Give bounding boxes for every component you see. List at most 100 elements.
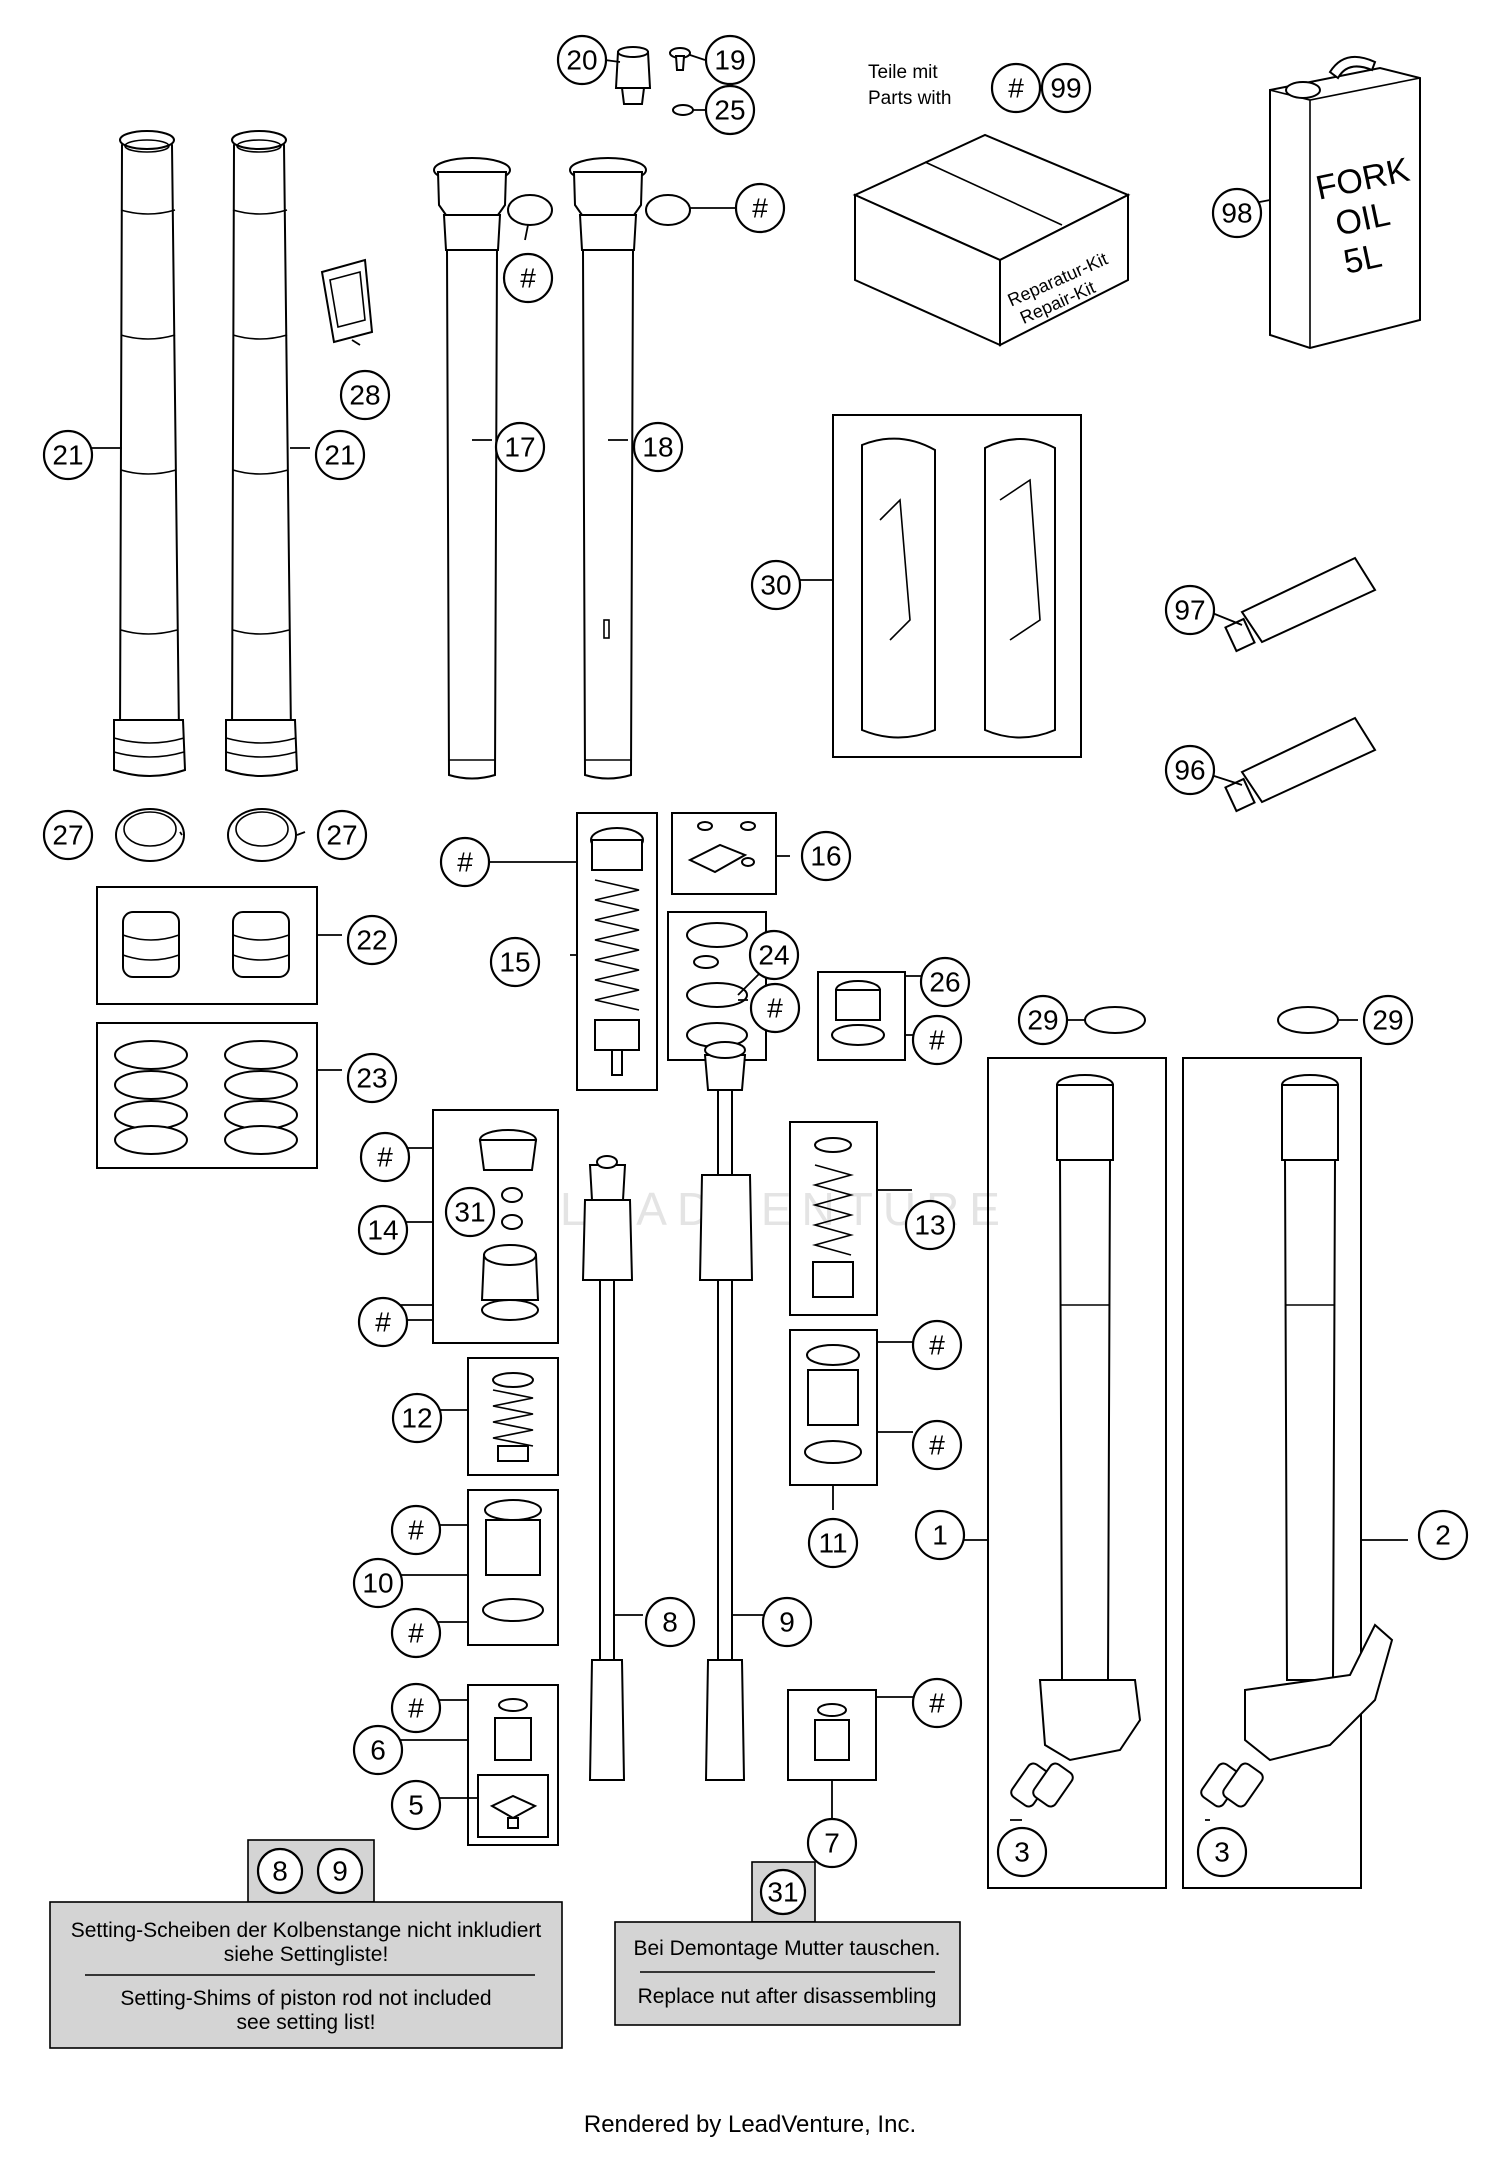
- svg-text:10: 10: [362, 1568, 393, 1599]
- svg-text:16: 16: [810, 841, 841, 872]
- note-nut-de: Bei Demontage Mutter tauschen.: [633, 1937, 940, 1960]
- callout-5: 5: [390, 1779, 442, 1831]
- svg-text:25: 25: [714, 95, 745, 126]
- callout-hash-11-bottom: #: [911, 1419, 963, 1471]
- part-15-cartridge-top: [590, 827, 644, 1076]
- parts-with-label-en: Parts with: [868, 88, 951, 109]
- part-6-valve: [494, 1698, 532, 1761]
- callout-hash-24: #: [749, 982, 801, 1034]
- fork-oil-label-3: 5L: [1340, 237, 1385, 282]
- part-oring-18: [645, 194, 691, 226]
- box-30: [832, 414, 1082, 758]
- svg-text:99: 99: [1050, 73, 1081, 104]
- svg-text:27: 27: [326, 820, 357, 851]
- svg-text:24: 24: [758, 940, 789, 971]
- svg-text:28: 28: [349, 380, 380, 411]
- part-28-decal: [320, 258, 374, 344]
- svg-text:31: 31: [767, 1877, 798, 1908]
- callout-hash-26: #: [911, 1014, 963, 1066]
- part-22-bushings: [122, 911, 290, 978]
- svg-text:7: 7: [824, 1828, 840, 1859]
- callout-26: 26: [919, 956, 971, 1008]
- callout-97: 97: [1164, 584, 1216, 636]
- box-23: [96, 1022, 318, 1169]
- callout-19: 19: [704, 34, 756, 86]
- svg-text:30: 30: [760, 570, 791, 601]
- callout-9: 9: [761, 1596, 813, 1648]
- box-13: [789, 1121, 878, 1316]
- repair-kit-box: [852, 133, 1131, 347]
- box-6: [467, 1684, 559, 1846]
- svg-text:1: 1: [932, 1520, 948, 1551]
- callout-12: 12: [391, 1392, 443, 1444]
- part-23-seals: [114, 1040, 298, 1155]
- part-12-spring: [492, 1372, 534, 1462]
- svg-text:#: #: [929, 1430, 945, 1461]
- svg-text:15: 15: [499, 947, 530, 978]
- part-14-base-valve: [478, 1129, 540, 1321]
- svg-text:8: 8: [272, 1856, 288, 1887]
- svg-text:29: 29: [1372, 1005, 1403, 1036]
- note-shims-ref-8: 8: [256, 1847, 304, 1895]
- svg-text:#: #: [408, 1515, 424, 1546]
- svg-text:23: 23: [356, 1063, 387, 1094]
- part-96-grease-tube: [1224, 716, 1377, 813]
- box-2: [1182, 1057, 1362, 1889]
- part-19-screw: [669, 47, 691, 71]
- callout-22: 22: [346, 914, 398, 966]
- note-nut-en: Replace nut after disassembling: [638, 1985, 937, 2008]
- svg-text:11: 11: [818, 1528, 847, 1559]
- callout-hash-oring-18: #: [734, 182, 786, 234]
- svg-text:3: 3: [1214, 1837, 1230, 1868]
- callout-3-left: 3: [996, 1826, 1048, 1878]
- svg-text:96: 96: [1174, 755, 1205, 786]
- callout-29-left: 29: [1017, 994, 1069, 1046]
- callout-13: 13: [904, 1199, 956, 1251]
- svg-text:5: 5: [408, 1790, 424, 1821]
- part-17-inner-tube: [433, 157, 511, 780]
- part-27-guide-left: [115, 808, 185, 862]
- callout-hash-15: #: [439, 836, 491, 888]
- callout-hash-10-top: #: [390, 1504, 442, 1556]
- svg-text:#: #: [408, 1618, 424, 1649]
- note-shims-de-line1: Setting-Scheiben der Kolbenstange nicht …: [71, 1919, 542, 1942]
- parts-with-label-de: Teile mit: [868, 62, 938, 83]
- callout-21-left: 21: [42, 429, 94, 481]
- callout-1: 1: [914, 1509, 966, 1561]
- callout-hash-7: #: [911, 1677, 963, 1729]
- svg-text:98: 98: [1221, 198, 1252, 229]
- note-shims-de-line2: siehe Settingliste!: [224, 1943, 389, 1966]
- callout-27-right: 27: [316, 809, 368, 861]
- note-shims-ref-9: 9: [316, 1847, 364, 1895]
- svg-text:9: 9: [779, 1607, 795, 1638]
- svg-text:20: 20: [566, 45, 597, 76]
- box-15: [576, 812, 658, 1091]
- note-shims-en-line1: Setting-Shims of piston rod not included: [120, 1987, 491, 2010]
- part-18-inner-tube: [569, 157, 647, 780]
- svg-text:#: #: [767, 993, 783, 1024]
- box-22: [96, 886, 318, 1005]
- svg-text:12: 12: [401, 1403, 432, 1434]
- svg-text:97: 97: [1174, 595, 1205, 626]
- callout-14: 14: [357, 1204, 409, 1256]
- svg-text:21: 21: [52, 440, 83, 471]
- callout-8: 8: [644, 1596, 696, 1648]
- callout-23: 23: [346, 1052, 398, 1104]
- svg-text:8: 8: [662, 1607, 678, 1638]
- svg-text:13: 13: [914, 1210, 945, 1241]
- box-14: [432, 1109, 559, 1344]
- callout-16: 16: [800, 830, 852, 882]
- callout-29-right: 29: [1362, 994, 1414, 1046]
- svg-text:19: 19: [714, 45, 745, 76]
- svg-text:17: 17: [504, 432, 535, 463]
- svg-text:#: #: [408, 1693, 424, 1724]
- callout-hash-14-bottom: #: [357, 1296, 409, 1348]
- part-10-piston: [482, 1499, 544, 1622]
- callout-hash-11-top: #: [911, 1319, 963, 1371]
- callout-31: 31: [444, 1186, 496, 1238]
- box-10: [467, 1489, 559, 1646]
- part-5-nut: [489, 1794, 538, 1829]
- svg-text:26: 26: [929, 967, 960, 998]
- callout-6: 6: [352, 1724, 404, 1776]
